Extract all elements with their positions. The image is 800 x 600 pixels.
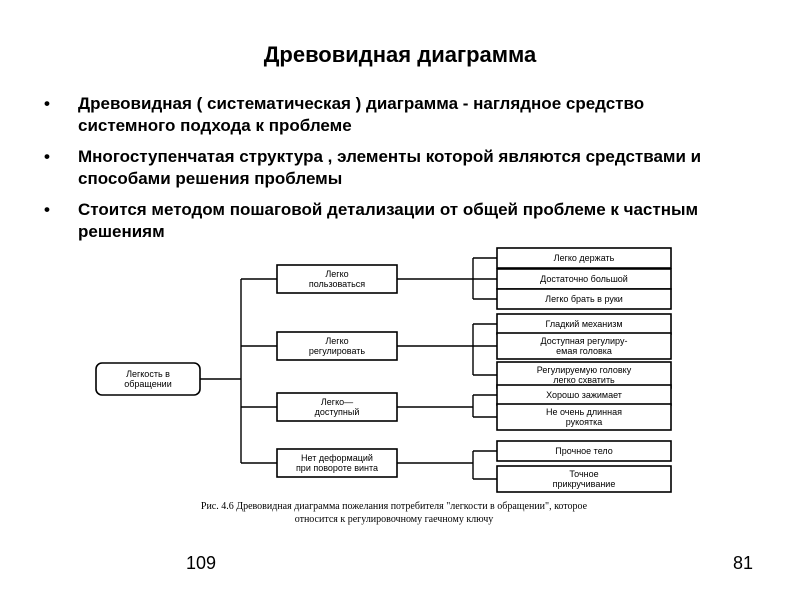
leaf-node-1-3	[496, 288, 672, 310]
figure-caption: Рис. 4.6 Древовидная диаграмма пожелания…	[114, 500, 674, 526]
leaf-node-1-2-text-1: Достаточно большой	[540, 274, 628, 284]
branch-node-1	[276, 264, 398, 294]
leaf-node-4-2	[496, 465, 672, 493]
leaf-node-2-1-text-1: Гладкий механизм	[545, 319, 622, 329]
page-number-right: 81	[733, 553, 754, 573]
leaf-node-2-3-text-1: Регулируемую головку	[537, 365, 632, 375]
branch-node-1-text-2: пользоваться	[309, 279, 365, 289]
leaf-node-4-2-text-1: Точное	[569, 469, 598, 479]
branch-node-4-text-2: при повороте винта	[296, 463, 378, 473]
leaf-node-1-1-text-1: Легко держать	[554, 253, 615, 263]
caption-line-2: относится к регулировочному гаечному клю…	[294, 514, 494, 525]
branch-node-2-text-1: Легко	[325, 336, 348, 346]
bullet-list: Древовидная ( систематическая ) диаграмм…	[44, 93, 744, 252]
leaf-node-2-3-text-2: легко схватить	[553, 375, 615, 385]
leaf-node-3-1-text-1: Хорошо зажимает	[546, 390, 622, 400]
branch-node-3	[276, 392, 398, 422]
caption-line-1: Рис. 4.6 Древовидная диаграмма пожелания…	[200, 501, 588, 512]
leaf-node-1-1	[496, 247, 672, 269]
bullet-item-2: Многоступенчатая структура , элементы ко…	[44, 146, 744, 190]
leaf-node-3-2-text-1: Не очень длинная	[546, 407, 622, 417]
branch-node-1-text-1: Легко	[325, 269, 348, 279]
leaf-node-3-2	[496, 403, 672, 431]
leaf-node-4-1	[496, 440, 672, 462]
branch-node-4-text-1: Нет деформаций	[301, 453, 373, 463]
leaf-node-2-2	[496, 332, 672, 360]
leaf-node-4-2-text-2: прикручивание	[553, 479, 616, 489]
slide-title: Древовидная диаграмма	[263, 42, 537, 67]
leaf-node-3-2-text-2: рукоятка	[566, 417, 603, 427]
root-node-text-1: Легкость в	[126, 369, 170, 379]
leaf-node-2-2-text-1: Доступная регулиру-	[541, 336, 628, 346]
bullet-item-1: Древовидная ( систематическая ) диаграмм…	[44, 93, 744, 137]
page-number-left: 109	[186, 553, 217, 573]
leaf-node-2-2-text-2: емая головка	[556, 346, 612, 356]
leaf-node-2-3	[496, 361, 672, 389]
branch-node-3-text-1: Легко—	[321, 397, 353, 407]
root-node-text-2: обращении	[124, 379, 172, 389]
leaf-node-4-1-text-1: Прочное тело	[555, 446, 613, 456]
branch-node-2-text-2: регулировать	[309, 346, 365, 356]
leaf-node-1-3-text-1: Легко брать в руки	[545, 294, 623, 304]
branch-node-3-text-2: доступный	[315, 407, 360, 417]
tree-diagram: Легкость вобращенииЛегкопользоватьсяЛегк…	[95, 247, 672, 493]
branch-node-4	[276, 448, 398, 478]
bullet-item-3: Стоится методом пошаговой детализации от…	[44, 199, 744, 243]
